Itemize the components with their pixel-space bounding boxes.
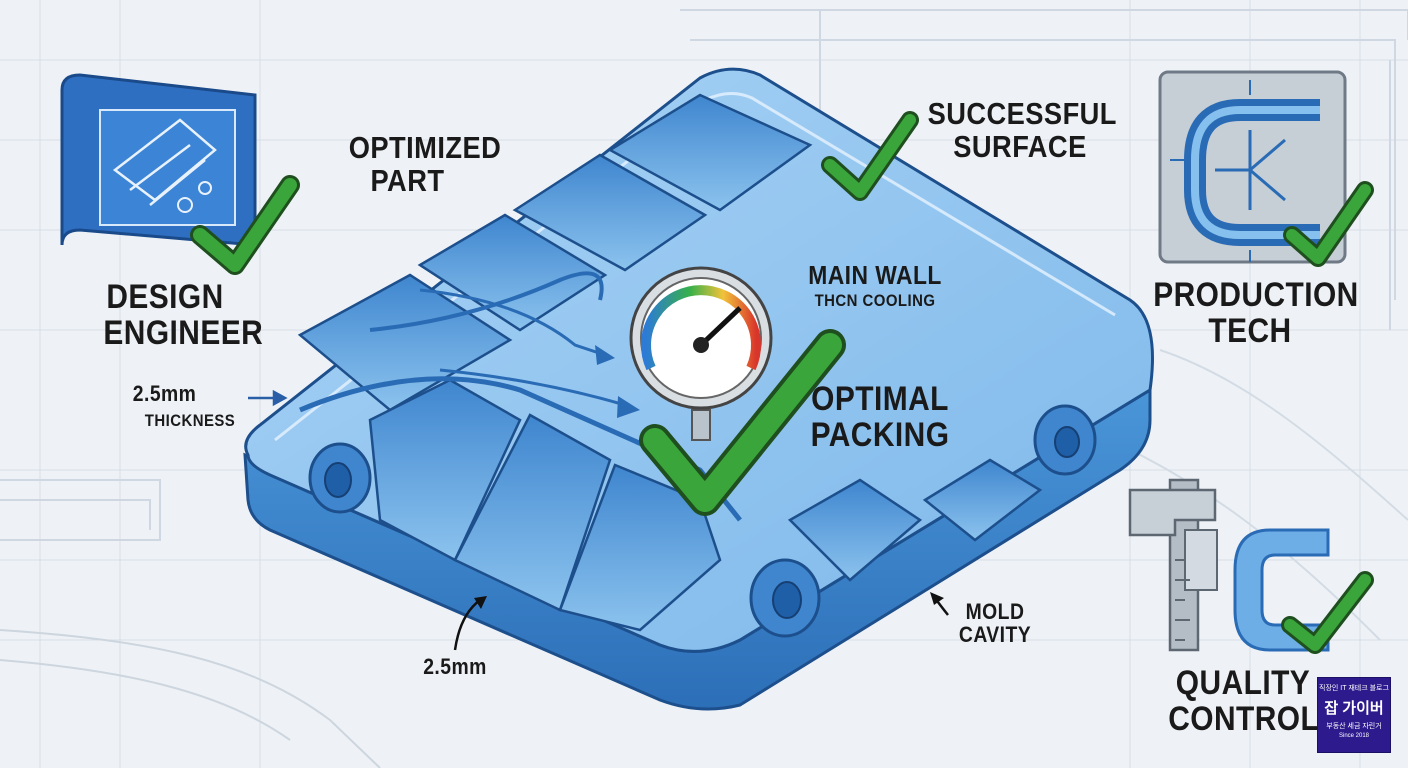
pocket-4 [297,273,513,412]
caliper-icon [1128,478,1330,652]
badge-sub-text: 부동산 세금 자린거 [1326,723,1382,730]
bottom-dimension-arrow [453,596,487,651]
badge-since-text: Since 2018 [1338,733,1370,739]
pocket-7 [558,463,722,632]
pocket-8 [787,478,923,582]
pocket-6 [453,413,612,612]
check-packing [639,329,846,516]
cooling-channel-icon [1158,70,1347,264]
boss-right [1033,404,1097,476]
pressure-gauge-icon [629,266,773,441]
label-main-wall: MAIN WALL [808,260,942,290]
label-successful-surface: SUCCESSFUL SURFACE [927,96,1117,164]
check-surface [821,111,919,201]
mold-cavity-arrow [930,592,949,616]
thickness-arrow [248,389,288,407]
label-mold-cavity: MOLD CAVITY [958,599,1032,648]
pocket-5 [368,378,522,562]
flow-arrow-2 [439,368,626,407]
label-bottom-dimension: 2.5mm [423,654,487,679]
pocket-9 [922,458,1043,542]
check-production [1283,181,1374,267]
label-quality-control: QUALITY CONTROL [1168,664,1320,738]
label-thickness-value: 2.5mm [132,381,197,406]
flow-arrow-1 [419,288,606,357]
boss-front [749,558,821,638]
blog-badge: 직장인 IT 재테크 블로그 잡 가이버 부동산 세금 자린거 Since 20… [1317,677,1391,753]
check-design [190,175,300,275]
blueprint-icon [60,73,257,247]
check-quality [1281,571,1374,654]
badge-main-text: 잡 가이버 [1324,700,1384,717]
label-optimal-packing: OPTIMAL PACKING [810,380,950,454]
label-thickness: THICKNESS [144,411,236,430]
label-production-tech: PRODUCTION TECH [1153,276,1359,350]
pocket-2 [512,153,708,272]
badge-top-text: 직장인 IT 재테크 블로그 [1319,685,1389,692]
boss-left [308,442,372,514]
pocket-1 [607,93,813,212]
label-main-wall-sub: THCN COOLING [814,291,936,310]
label-optimized-part: OPTIMIZED PART [348,130,502,198]
label-design-engineer: DESIGN ENGINEER [103,278,264,352]
